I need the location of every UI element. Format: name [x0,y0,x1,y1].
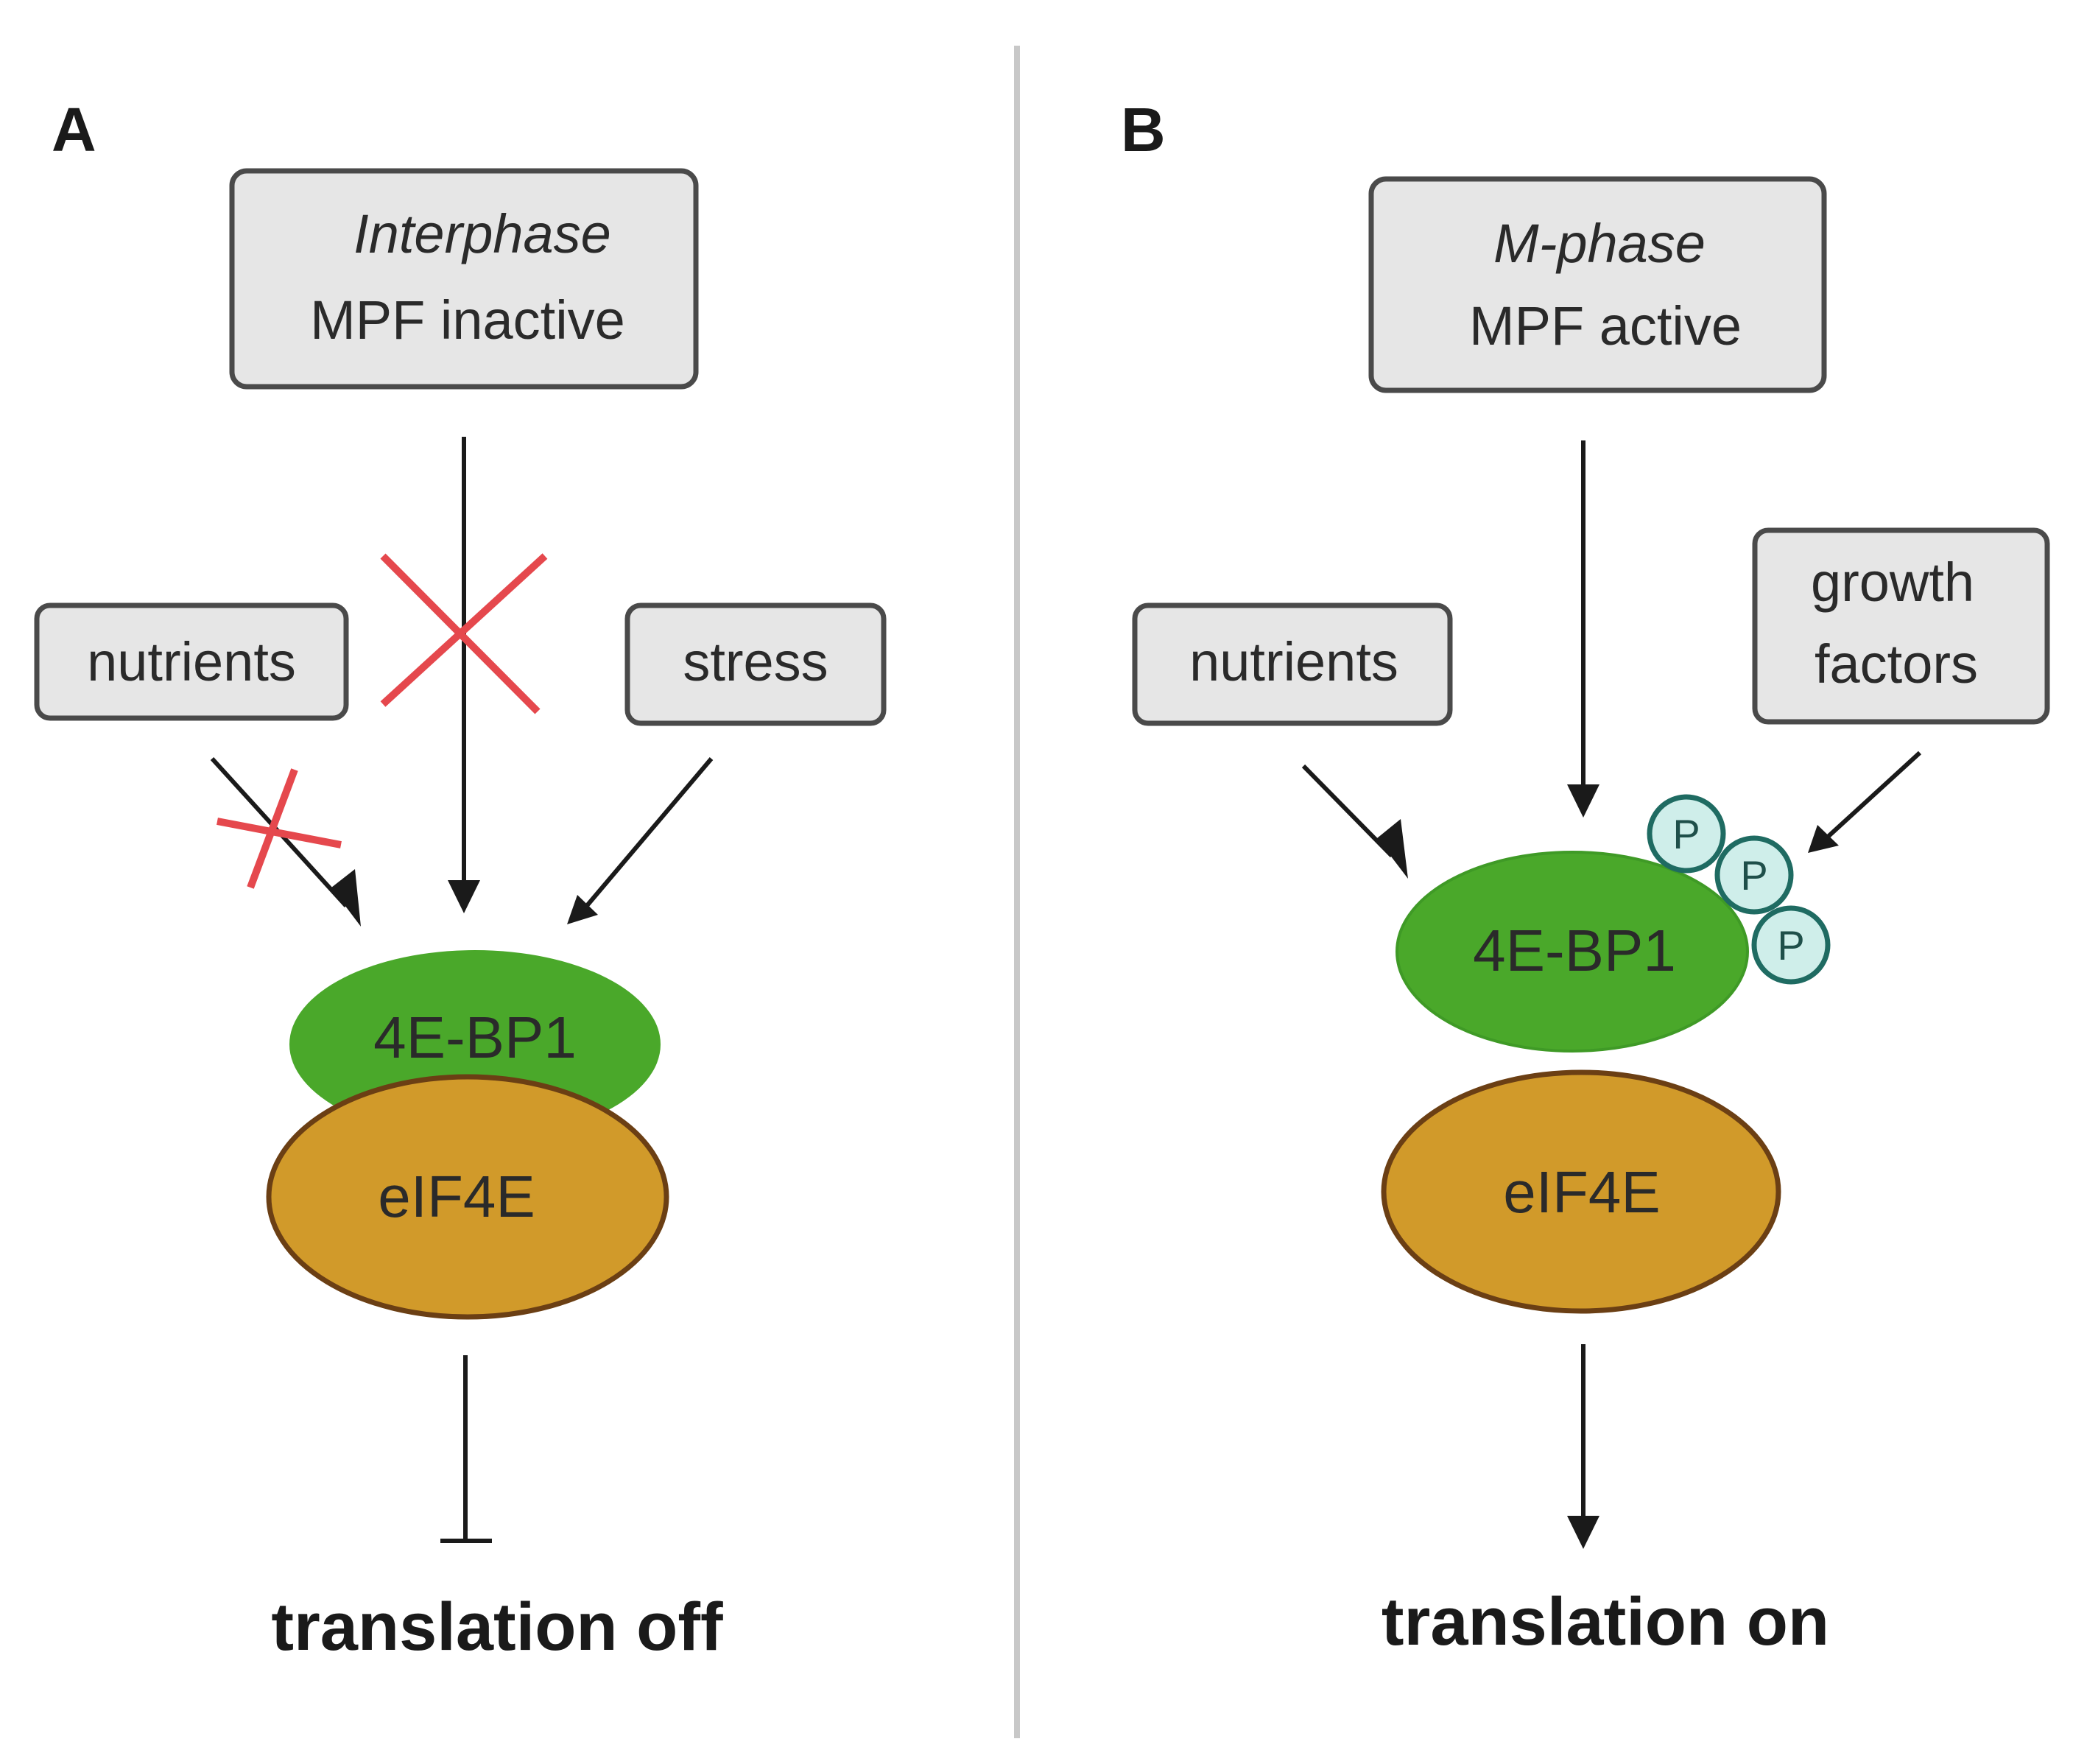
panel-a-mpf-state: MPF inactive [310,289,625,351]
panel-b-mpf-state: MPF active [1469,295,1742,356]
panel-a-eif4e-label: eIF4E [378,1164,535,1229]
panel-b-activation-arrow [1567,1344,1599,1549]
phospho-group: P P P [1647,794,1831,985]
panel-a-mpf-blocked-x [380,553,548,714]
panel-a-stress-box: stress [624,602,887,726]
panel-a-stress-label: stress [683,631,828,692]
panel-b-growth-label-2: factors [1815,633,1978,695]
panel-b: B M-phase MPF active nutrients growth fa… [1121,95,2050,1659]
panel-a-outcome: translation off [271,1589,723,1665]
panel-b-letter: B [1121,95,1166,164]
panel-a-stress-arrow [567,757,714,924]
panel-b-nutrients-label: nutrients [1189,631,1398,692]
panel-a-4ebp1-label: 4E-BP1 [373,1005,577,1070]
panel-b-growth-label-1: growth [1811,552,1974,613]
panel-b-nutrients-box: nutrients [1132,602,1453,726]
panel-b-eif4e-label: eIF4E [1503,1159,1660,1225]
panel-b-outcome: translation on [1382,1584,1829,1659]
panel-b-4ebp1 [1396,851,1749,1053]
panel-a-complex: 4E-BP1 eIF4E [266,950,669,1320]
phospho-label-2: P [1740,852,1767,899]
panel-b-nutrients-arrow [1301,764,1408,879]
panel-a-phase-name: Interphase [353,203,611,264]
panel-b-mpf-arrow [1567,440,1599,818]
phospho-label-3: P [1777,922,1804,969]
panel-b-4ebp1-label: 4E-BP1 [1473,918,1676,983]
panel-b-eif4e [1381,1069,1781,1314]
panel-a-phase-box: Interphase MPF inactive [229,168,699,390]
panel-a-nutrients-label: nutrients [87,631,296,692]
panel-a-mpf-arrow [448,437,480,913]
panel-b-phase-name: M-phase [1493,213,1706,274]
panel-b-growth-box: growth factors [1752,527,2050,725]
panel-b-complex: 4E-BP1 P P P eIF4E [1381,794,1831,1314]
panel-a-letter: A [52,95,96,164]
panel-a-nutrients-blocked-x [217,768,342,889]
panel-b-growth-arrow [1808,751,1922,853]
panel-a-inhibition-bar [440,1355,492,1543]
phospho-label-1: P [1672,811,1700,857]
panel-a-nutrients-box: nutrients [34,602,349,721]
panel-b-phase-box: M-phase MPF active [1368,176,1827,393]
panel-a: A Interphase MPF inactive nutrients stre… [34,95,887,1665]
panel-a-eif4e [266,1074,669,1320]
